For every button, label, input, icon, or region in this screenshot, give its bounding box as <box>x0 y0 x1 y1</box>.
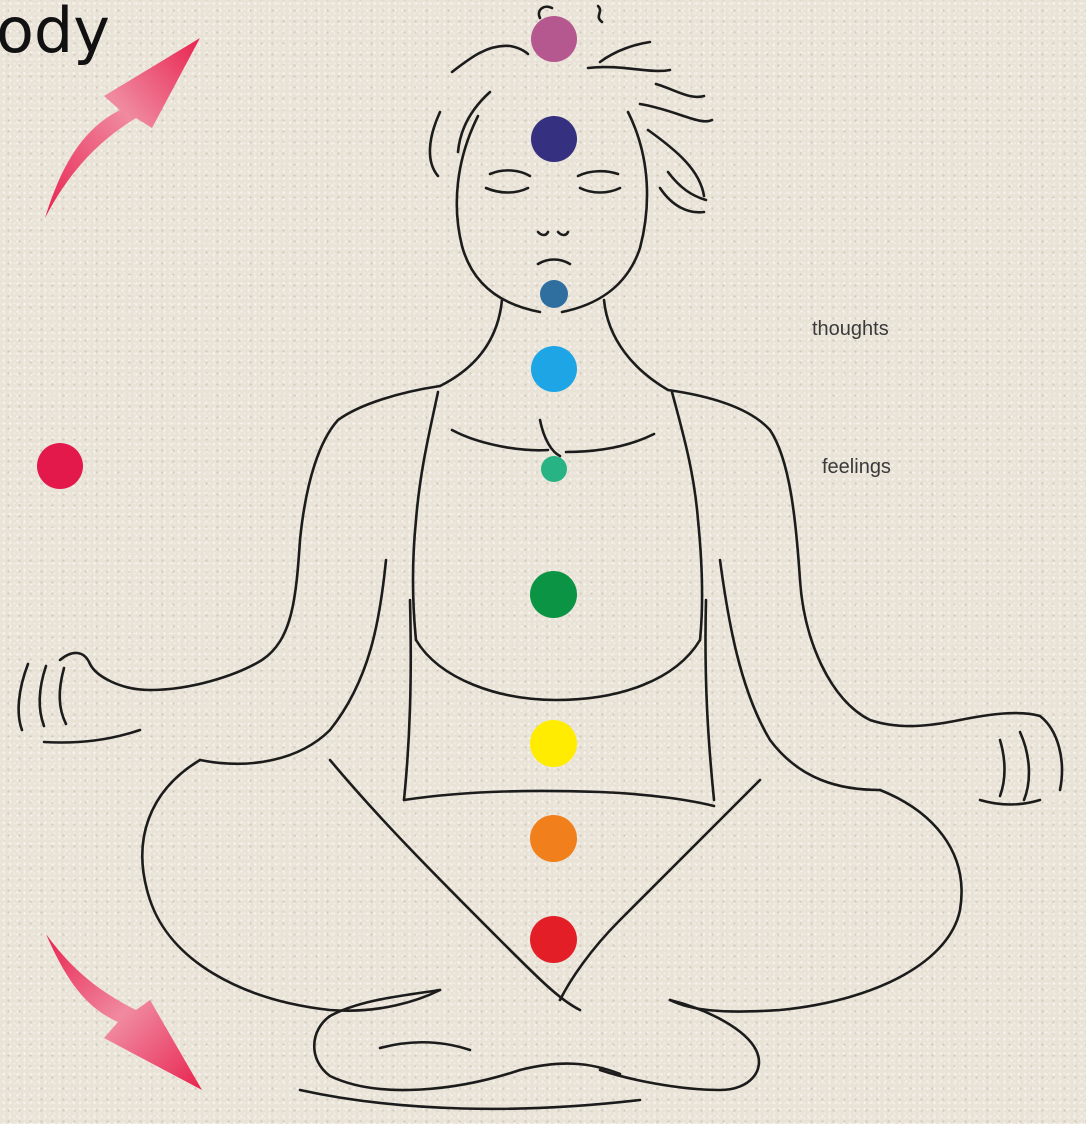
thoughts-label: thoughts <box>812 318 889 341</box>
side-energy-dot <box>37 443 83 489</box>
chakra-throat-dot <box>531 346 577 392</box>
energy-up-arrow-icon <box>45 38 200 218</box>
chakra-throat-small-dot <box>540 280 568 308</box>
chakra-solar-plexus-dot <box>530 720 577 767</box>
chakra-heart-dot <box>530 571 577 618</box>
chakra-root-dot <box>530 916 577 963</box>
energy-down-arrow-icon <box>46 934 202 1090</box>
chakra-heart-small-dot <box>541 456 567 482</box>
chakra-third-eye-dot <box>531 116 577 162</box>
chakra-sacral-dot <box>530 815 577 862</box>
feelings-label: feelings <box>822 456 891 479</box>
chakra-crown-dot <box>531 16 577 62</box>
